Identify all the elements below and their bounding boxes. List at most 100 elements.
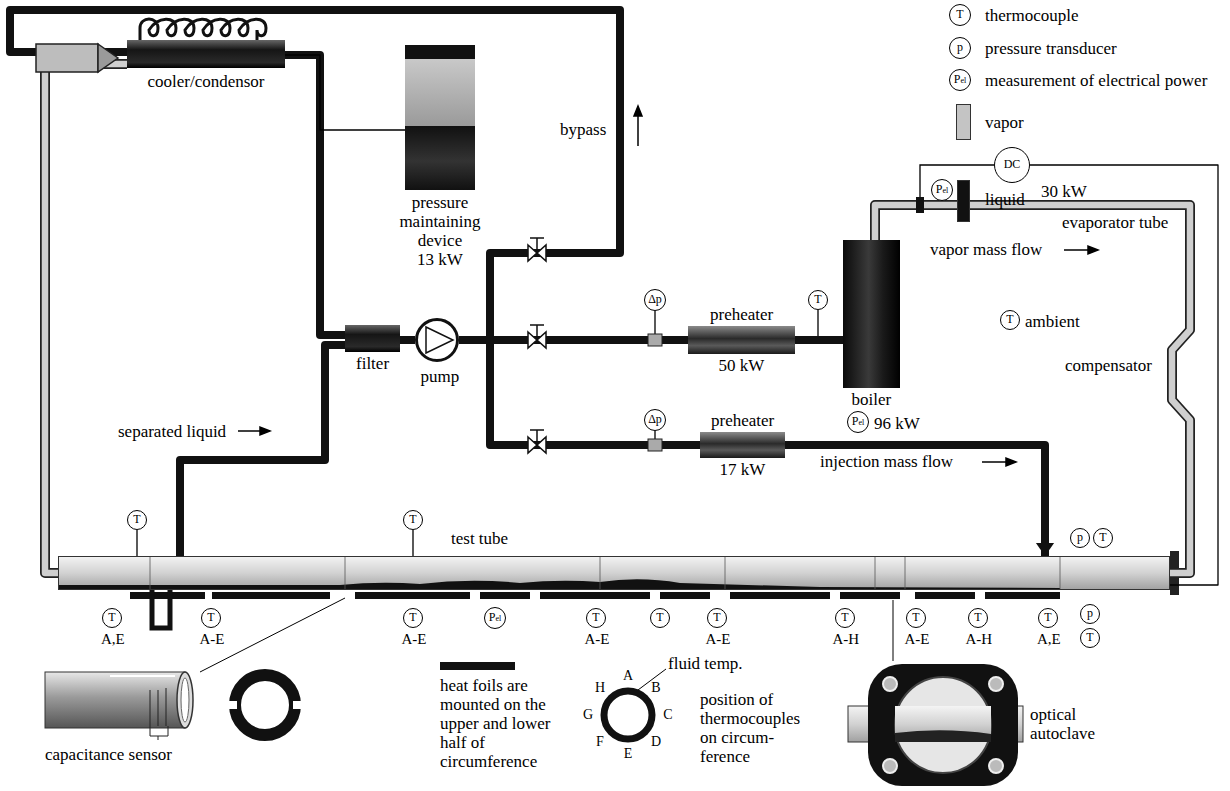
flow-label: bypass — [560, 120, 606, 139]
node-label: T — [404, 511, 422, 528]
node-sublabel: A,E — [101, 631, 125, 647]
legend-text: thermocouple — [985, 6, 1078, 25]
optical-autoclave-drawing — [883, 759, 897, 773]
test-tube: test tube — [58, 556, 1170, 590]
node-label: T — [969, 609, 987, 626]
liquid-pipe — [459, 340, 700, 445]
thermocouple-ring — [642, 729, 648, 735]
heat-foils — [540, 592, 650, 599]
liquid-pipe — [795, 336, 843, 344]
node-label: Δp — [645, 290, 665, 309]
liquid-pipe — [785, 445, 1045, 556]
flow-arrow — [238, 106, 1098, 466]
vapor-pipe — [45, 64, 127, 573]
pressure-device: pressure maintaining device13 kW — [405, 45, 475, 190]
optical-autoclave-drawing — [895, 706, 991, 742]
thermocouple-ring — [604, 691, 652, 739]
legend-text: pressure transducer — [985, 39, 1117, 58]
node-sublabel: A-E — [905, 631, 930, 647]
position-letter: E — [621, 746, 635, 762]
valve-symbol — [530, 430, 544, 445]
node-sublabel: 17 kW — [720, 460, 766, 479]
flow-label: injection mass flow — [820, 452, 953, 471]
sensor-circle: T — [403, 510, 423, 530]
liquid-pipe — [785, 445, 1054, 556]
heat-foils — [355, 592, 470, 599]
dp-sensor — [648, 334, 662, 346]
pump-symbol — [417, 320, 457, 360]
liquid-pipe — [285, 55, 345, 335]
liquid-pipe — [180, 345, 345, 556]
vapor-pipe — [45, 64, 127, 573]
cooler-box: cooler/condensor — [127, 40, 285, 68]
position-letter: F — [593, 734, 607, 750]
preheater-box: preheater17 kW — [700, 432, 785, 458]
node-label: T — [907, 609, 925, 626]
capacitance-sensor-drawing — [181, 678, 189, 722]
thermocouple-ring — [642, 695, 648, 701]
liquid-pipe — [285, 55, 345, 335]
heat-foil-ring — [235, 675, 295, 735]
optical-autoclave-drawing — [895, 730, 991, 742]
liquid-layer — [58, 579, 1060, 590]
tube-sections — [345, 556, 346, 590]
cooler-coil — [140, 19, 266, 40]
sensor-stem — [654, 431, 655, 439]
pipes — [10, 10, 1218, 585]
capacitance-sensor-drawing — [150, 690, 151, 726]
liquid-pipe — [400, 340, 415, 341]
sensor-circle: T — [650, 608, 670, 628]
preheater-box: preheater50 kW — [688, 326, 795, 354]
sensor-circle: Δp — [644, 409, 666, 431]
wire-line — [136, 530, 137, 556]
tube-sections — [1060, 556, 1061, 590]
node-label: T — [202, 609, 220, 626]
thermocouple-ring — [625, 688, 631, 694]
node-label: DC — [995, 148, 1029, 181]
heat-foils — [730, 592, 830, 599]
capacitance-sensor-drawing — [166, 688, 167, 726]
node-sublabel: A-H — [966, 631, 993, 647]
node-label: boiler — [852, 390, 892, 409]
heat-foils — [985, 592, 1060, 599]
optical-autoclave-drawing — [868, 664, 1018, 786]
node-label: T — [708, 609, 726, 626]
flow-arrow — [1064, 249, 1090, 251]
flow-label: separated liquid — [118, 422, 226, 441]
sensor-circle: TA-E — [586, 608, 606, 628]
flow-label: vapor mass flow — [930, 240, 1042, 259]
wire-line — [1030, 165, 1218, 585]
sensor-circle: Pel96 kW — [847, 411, 869, 433]
node-sublabel: A-E — [402, 631, 427, 647]
tube-sections — [875, 556, 876, 590]
capacitance-sensor-drawing — [110, 675, 175, 677]
filter-box: filter — [345, 325, 400, 352]
legend-symbol: Pel — [949, 69, 971, 91]
capacitance-sensor-drawing — [177, 672, 193, 728]
part-label: evaporator tube — [1062, 213, 1168, 232]
node-label: test tube — [451, 529, 508, 548]
sensor-circle: T — [1080, 628, 1100, 648]
tube-sections — [905, 556, 906, 590]
pump-symbol — [417, 320, 457, 360]
heat-foils — [660, 592, 710, 599]
node-label: T — [1081, 629, 1099, 646]
node-label: pressure maintaining device — [380, 193, 500, 250]
legend-symbol: p — [949, 37, 971, 59]
node-sublabel: A,E — [1037, 631, 1061, 647]
heat-foil-ring — [293, 701, 303, 709]
node-label: T — [1001, 311, 1019, 328]
sensor-circle: TA-H — [968, 608, 988, 628]
sensor-circle: Pel — [484, 607, 506, 629]
sensor-circle: p — [1080, 604, 1100, 624]
node-label: T — [404, 609, 422, 626]
leader-line — [893, 600, 894, 661]
position-letter: B — [649, 680, 663, 696]
node-label: pump — [421, 367, 460, 386]
sensor-stem — [817, 310, 818, 336]
boiler-box: boiler — [843, 240, 900, 388]
cooler-coil — [140, 19, 266, 40]
pump-symbol — [426, 327, 453, 353]
sensor-circle: TA-E — [403, 608, 423, 628]
